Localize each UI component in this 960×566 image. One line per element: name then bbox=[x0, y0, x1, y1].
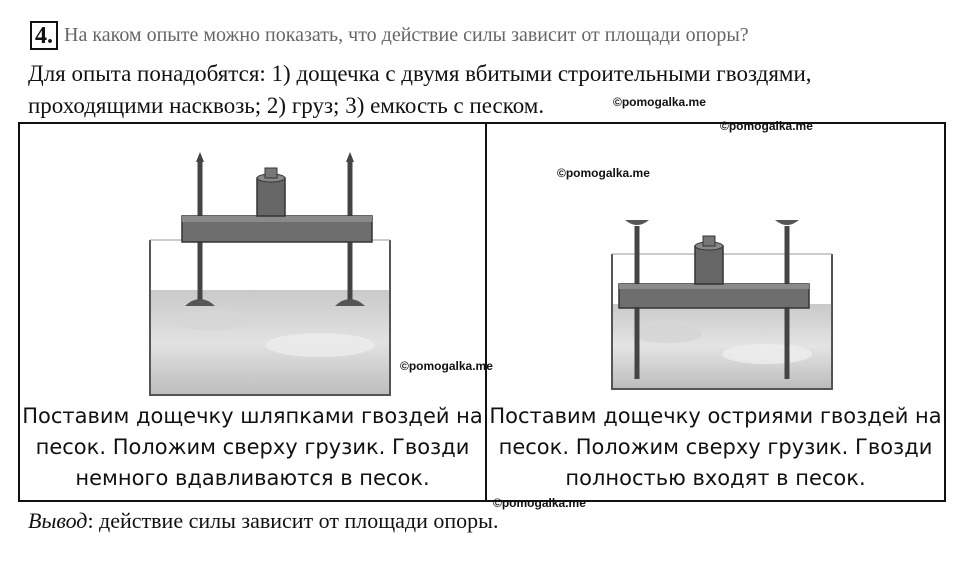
intro-line-2: проходящими насквозь; 2) груз; 3) емкост… bbox=[28, 93, 545, 118]
nail-head-left bbox=[185, 299, 215, 306]
question-text: На каком опыте можно показать, что дейст… bbox=[64, 23, 749, 46]
experiment-heads-down: Поставим дощечку шляпками гвоздей на пес… bbox=[20, 124, 485, 500]
conclusion-label: Вывод bbox=[28, 508, 88, 533]
weight bbox=[694, 245, 724, 285]
question-number: 4. bbox=[30, 20, 58, 50]
nail-head-right bbox=[335, 299, 365, 306]
nail-head-right bbox=[775, 220, 799, 225]
watermark-3: ©pomogalka.me bbox=[557, 166, 650, 180]
weight bbox=[256, 177, 286, 217]
intro-paragraph: Для опыта понадобятся: 1) дощечка с двум… bbox=[28, 58, 928, 122]
intro-line-1: Для опыта понадобятся: 1) дощечка с двум… bbox=[28, 61, 812, 86]
sand-container bbox=[149, 240, 391, 396]
conclusion: Вывод: действие силы зависит от площади … bbox=[28, 508, 498, 534]
watermark-1: ©pomogalka.me bbox=[613, 95, 706, 109]
question-header: 4. На каком опыте можно показать, что де… bbox=[30, 20, 749, 50]
caption-points-down: Поставим дощечку остриями гвоздей на пес… bbox=[489, 404, 942, 490]
experiments-table: Поставим дощечку шляпками гвоздей на пес… bbox=[18, 122, 946, 502]
table-divider bbox=[485, 124, 487, 500]
watermark-4: ©pomogalka.me bbox=[400, 359, 493, 373]
sand bbox=[612, 304, 832, 389]
watermark-5: ©pomogalka.me bbox=[493, 496, 586, 510]
figure-nails-heads-down bbox=[149, 152, 391, 396]
figure-nails-points-down bbox=[611, 220, 833, 390]
nail-head-left bbox=[625, 220, 649, 225]
sand-container bbox=[611, 254, 833, 390]
caption-heads-down: Поставим дощечку шляпками гвоздей на пес… bbox=[22, 404, 483, 490]
experiment-points-down: Поставим дощечку остриями гвоздей на пес… bbox=[487, 124, 944, 500]
conclusion-text: : действие силы зависит от площади опоры… bbox=[87, 508, 499, 533]
